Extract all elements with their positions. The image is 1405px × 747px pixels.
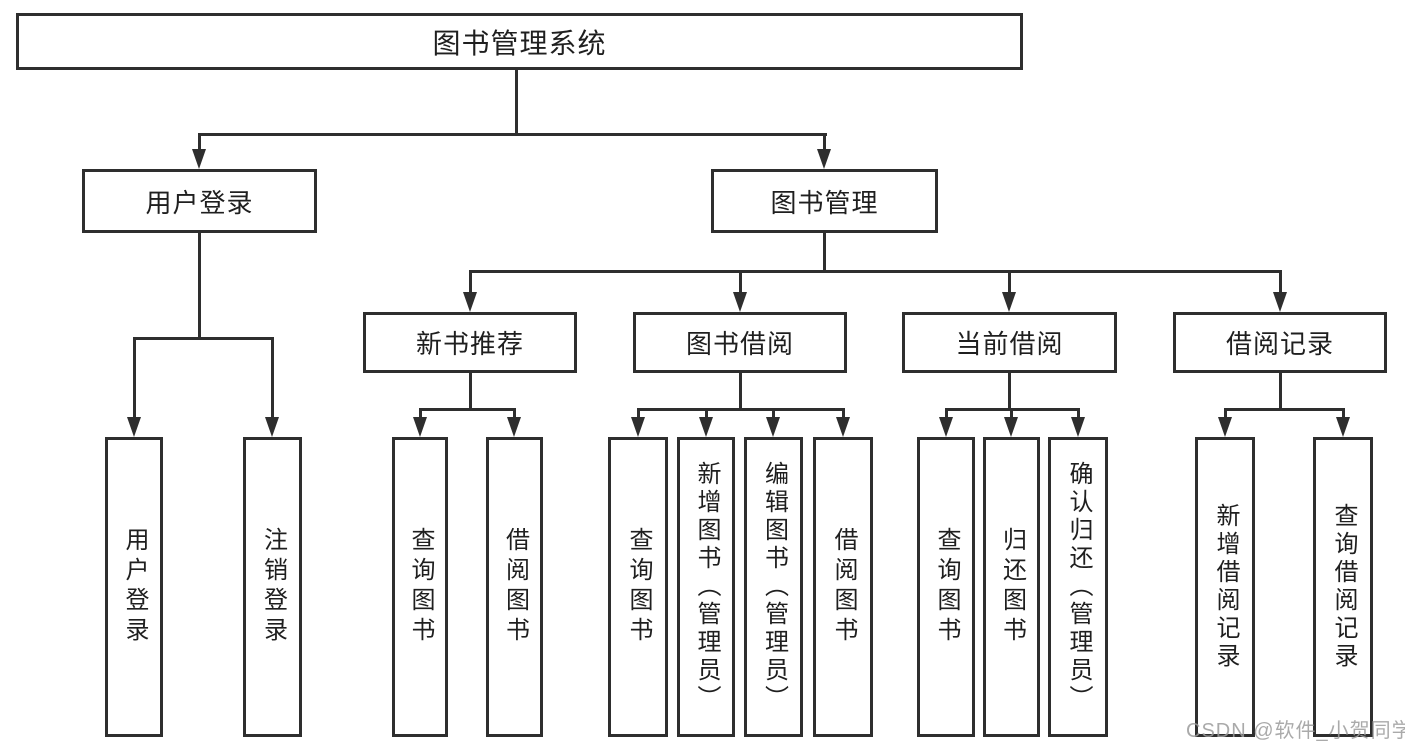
connector-borrowrecords-drop [1279, 373, 1282, 408]
leaf-add-borrow-record: 新增借阅记录 [1195, 437, 1255, 737]
leaf-borrow-books-2: 借阅图书 [813, 437, 873, 737]
arrowhead [127, 417, 141, 437]
connector-stem [823, 133, 826, 152]
arrowhead [766, 417, 780, 437]
node-library-system: 图书管理系统 [16, 13, 1023, 70]
arrowhead [733, 292, 747, 312]
arrowhead [699, 417, 713, 437]
connector-stem [469, 270, 472, 295]
arrowhead [1004, 417, 1018, 437]
connector-stem [945, 408, 948, 420]
connector-stem [842, 408, 845, 420]
arrowhead [1336, 417, 1350, 437]
arrowhead [192, 149, 206, 169]
connector-bookmgmt-bar [469, 270, 1280, 273]
connector-stem [739, 270, 742, 295]
connector-stem [513, 408, 516, 420]
leaf-user-login: 用户登录 [105, 437, 163, 737]
connector-stem [133, 337, 136, 420]
connector-newbook-bar [419, 408, 516, 411]
connector-stem [271, 337, 274, 420]
leaf-query-borrow-record: 查询借阅记录 [1313, 437, 1373, 737]
connector-stem [419, 408, 422, 420]
node-new-book-recommend: 新书推荐 [363, 312, 577, 373]
connector-root-bar [198, 133, 827, 136]
connector-stem [1010, 408, 1013, 420]
connector-stem [637, 408, 640, 420]
connector-borrowrecords-bar [1224, 408, 1344, 411]
node-book-borrow: 图书借阅 [633, 312, 847, 373]
arrowhead [265, 417, 279, 437]
leaf-query-books-3: 查询图书 [917, 437, 975, 737]
connector-bookmgmt-drop [823, 233, 826, 270]
leaf-query-books-1: 查询图书 [392, 437, 448, 737]
connector-stem [1342, 408, 1345, 420]
arrowhead [507, 417, 521, 437]
arrowhead [939, 417, 953, 437]
connector-stem [198, 133, 201, 152]
arrowhead [1273, 292, 1287, 312]
leaf-return-books: 归还图书 [983, 437, 1040, 737]
arrowhead [1218, 417, 1232, 437]
leaf-confirm-return-admin: 确认归还（管理员） [1048, 437, 1108, 737]
leaf-borrow-books-1: 借阅图书 [486, 437, 543, 737]
arrowhead [836, 417, 850, 437]
arrowhead [631, 417, 645, 437]
arrowhead [413, 417, 427, 437]
connector-stem [1077, 408, 1080, 420]
connector-bookborrow-drop [739, 373, 742, 408]
leaf-logout: 注销登录 [243, 437, 302, 737]
leaf-add-books-admin: 新增图书（管理员） [677, 437, 735, 737]
connector-stem [705, 408, 708, 420]
connector-newbook-drop [469, 373, 472, 408]
connector-stem [1008, 270, 1011, 295]
connector-userlogin-drop [198, 233, 201, 337]
connector-userlogin-bar [133, 337, 274, 340]
connector-bookborrow-bar [637, 408, 844, 411]
connector-stem [1279, 270, 1282, 295]
leaf-edit-books-admin: 编辑图书（管理员） [744, 437, 803, 737]
csdn-watermark: CSDN @软件_小贺同学 [1186, 720, 1405, 742]
connector-currentborrow-drop [1008, 373, 1011, 408]
arrowhead [463, 292, 477, 312]
node-borrow-records: 借阅记录 [1173, 312, 1387, 373]
node-book-management: 图书管理 [711, 169, 938, 233]
connector-stem [1224, 408, 1227, 420]
connector-root-drop [515, 70, 518, 133]
connector-stem [772, 408, 775, 420]
node-user-login: 用户登录 [82, 169, 317, 233]
arrowhead [1002, 292, 1016, 312]
arrowhead [1071, 417, 1085, 437]
node-current-borrow: 当前借阅 [902, 312, 1117, 373]
arrowhead [817, 149, 831, 169]
leaf-query-books-2: 查询图书 [608, 437, 668, 737]
